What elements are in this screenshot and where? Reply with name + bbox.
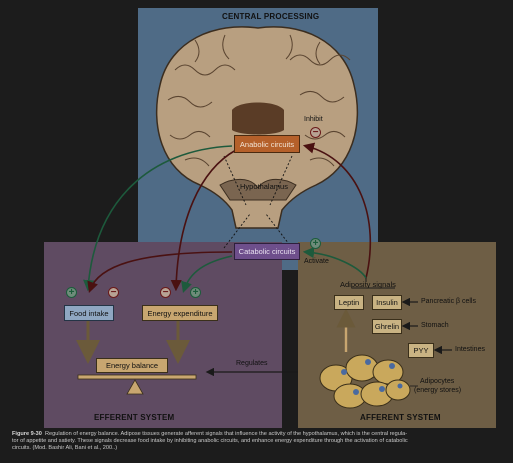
inhibit-minus-sign: − <box>310 127 321 138</box>
central-processing-title: CENTRAL PROCESSING <box>222 12 319 21</box>
energy-expenditure-box: Energy expenditure <box>142 305 218 321</box>
pancreatic-beta-cells-label: Pancreatic β cells <box>421 298 476 305</box>
regulates-label: Regulates <box>236 360 268 367</box>
adipocytes-label: Adipocytes <box>420 378 454 385</box>
ghrelin-box: Ghrelin <box>372 319 402 334</box>
catabolic-circuits-box: Catabolic circuits <box>234 243 300 260</box>
balance-beam <box>78 375 196 379</box>
figure-caption: Figure 9-30 Regulation of energy balance… <box>12 431 508 453</box>
energy-balance-box: Energy balance <box>96 358 168 373</box>
efferent-system-title: EFFERENT SYSTEM <box>94 413 174 422</box>
pyy-box: PYY <box>408 343 434 358</box>
figure-number: Figure 9-30 <box>12 431 42 437</box>
caption-line-1: Regulation of energy balance. Adipose ti… <box>45 431 407 437</box>
intestines-label: Intestines <box>455 346 485 353</box>
caption-line-2: tor of appetite and satiety. These signa… <box>12 438 508 445</box>
food-intake-box: Food intake <box>64 305 114 321</box>
anabolic-circuits-box: Anabolic circuits <box>234 135 300 153</box>
food-intake-plus-sign: + <box>66 287 77 298</box>
hypothalamus-label: Hypothalamus <box>240 182 288 191</box>
insulin-box: Insulin <box>372 295 402 310</box>
caption-line-3: circuits. (Mod. Bashir Ali, Bani et al.,… <box>12 445 508 452</box>
adiposity-signals-label: Adiposity signals <box>340 280 396 289</box>
stomach-label: Stomach <box>421 322 449 329</box>
afferent-system-title: AFFERENT SYSTEM <box>360 413 441 422</box>
activate-plus-sign: + <box>310 238 321 249</box>
activate-label: Activate <box>304 258 329 265</box>
adipocytes-illustration <box>320 355 418 408</box>
energy-stores-label: (energy stores) <box>414 387 461 394</box>
leptin-box: Leptin <box>334 295 364 310</box>
expenditure-minus-sign: − <box>160 287 171 298</box>
food-intake-minus-sign: − <box>108 287 119 298</box>
inhibit-label: Inhibit <box>304 116 323 123</box>
expenditure-plus-sign: + <box>190 287 201 298</box>
